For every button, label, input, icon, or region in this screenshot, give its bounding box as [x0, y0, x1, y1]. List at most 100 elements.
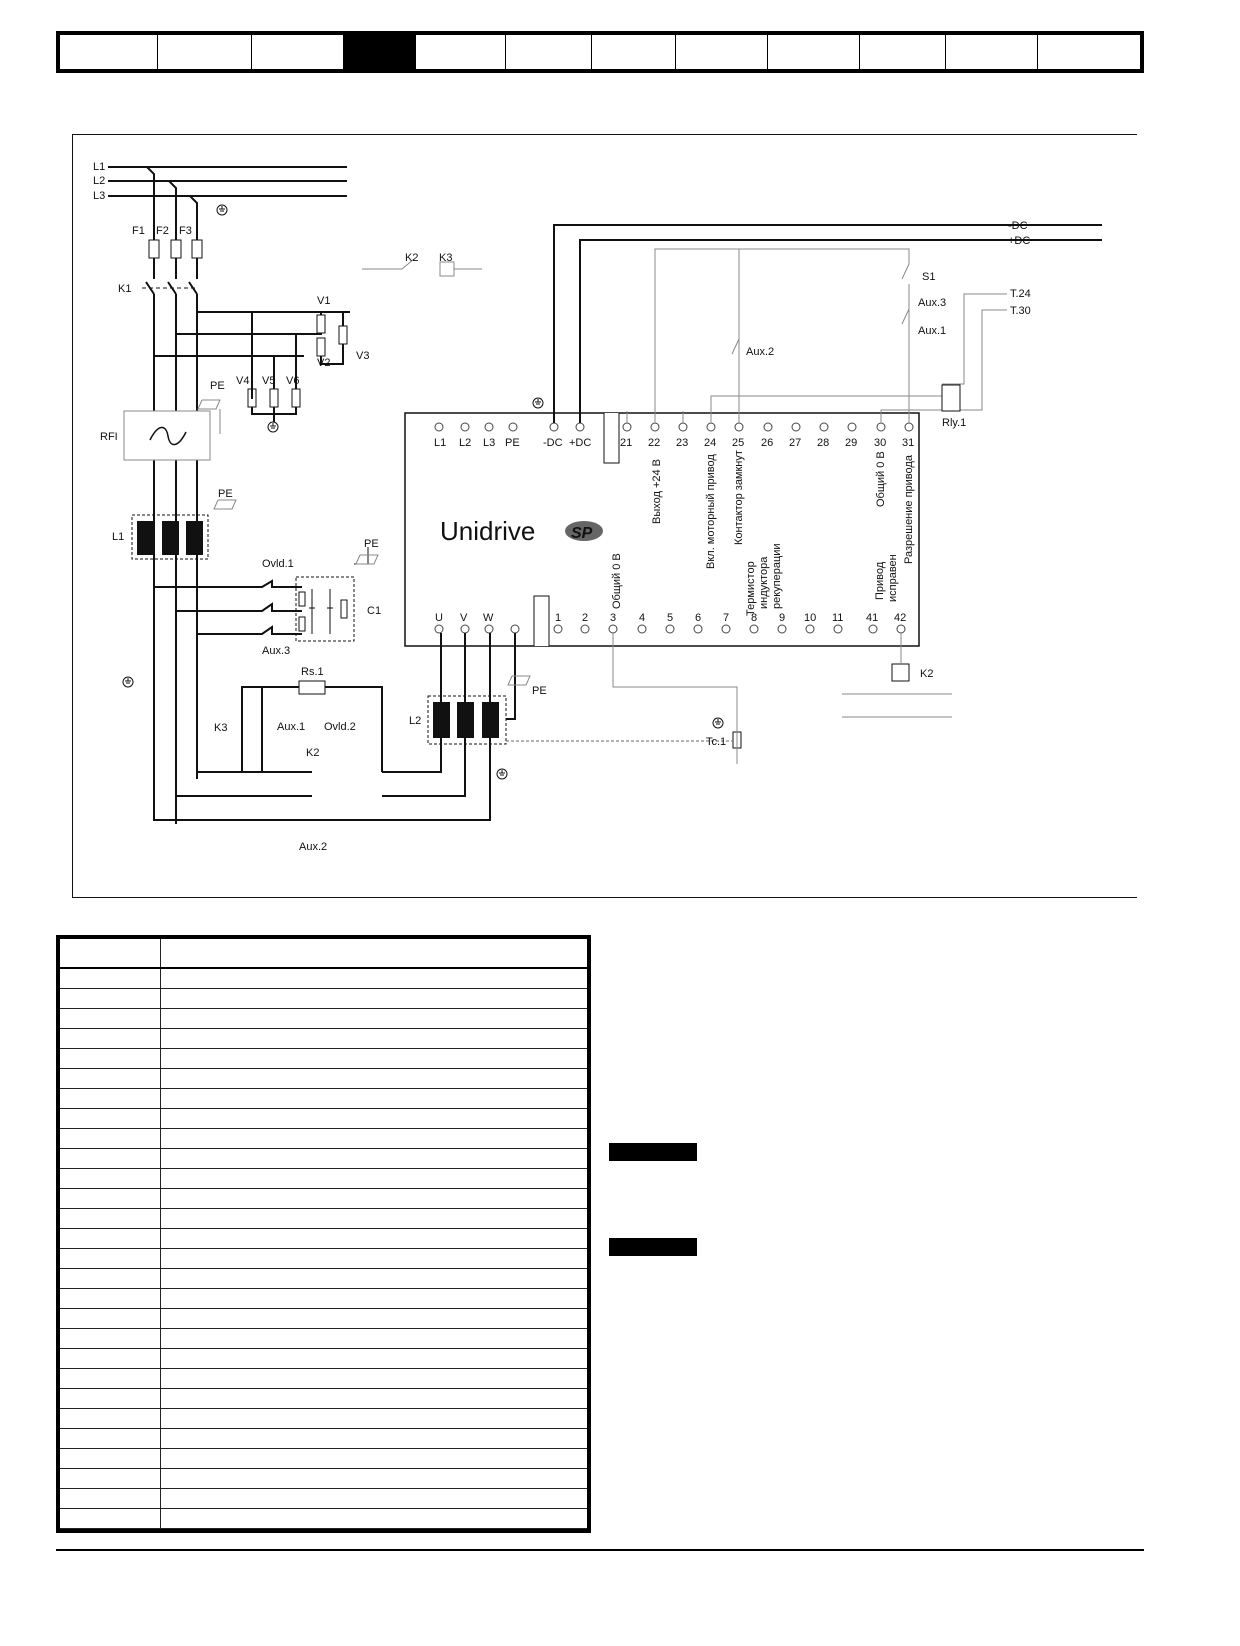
power-terminal-pe: PE	[505, 437, 520, 449]
table-row	[60, 1088, 587, 1109]
nav-tab-6[interactable]	[506, 35, 592, 69]
label-t8-thermistor-line2: индуктора	[758, 556, 770, 609]
table-cell	[60, 1348, 161, 1369]
contactor-label-k1: K1	[118, 283, 131, 295]
rfi-label: RFI	[100, 431, 118, 443]
table-row	[60, 968, 587, 989]
bottom-terminal-4: 4	[639, 612, 645, 624]
table-cell	[160, 1148, 587, 1169]
table-cell	[60, 1488, 161, 1509]
top-terminal-30: 30	[874, 437, 886, 449]
table-cell	[60, 1388, 161, 1409]
power-terminal-neg-dc: -DC	[543, 437, 563, 449]
nav-tab-2[interactable]	[158, 35, 252, 69]
choke-label-l1: L1	[112, 531, 124, 543]
table-cell	[160, 1308, 587, 1329]
fuse-label-f2: F2	[156, 225, 169, 237]
power-terminal-l2: L2	[459, 437, 471, 449]
top-terminal-22: 22	[648, 437, 660, 449]
table-row	[60, 1008, 587, 1029]
top-terminal-24: 24	[704, 437, 716, 449]
bottom-terminal-10: 10	[804, 612, 816, 624]
top-terminal-27: 27	[789, 437, 801, 449]
bottom-terminal-2: 2	[582, 612, 588, 624]
table-row	[60, 1448, 587, 1469]
table-cell	[160, 988, 587, 1009]
aux3-label-right: Aux.3	[918, 297, 946, 309]
thermistor-label: Tc.1	[706, 736, 726, 748]
dc-neg-label: -DC	[1008, 220, 1028, 232]
nav-tab-5[interactable]	[416, 35, 506, 69]
bottom-terminal-42: 42	[894, 612, 906, 624]
table-cell	[160, 1348, 587, 1369]
nav-tab-9[interactable]	[768, 35, 860, 69]
table-cell	[160, 1108, 587, 1129]
table-body	[60, 939, 587, 1529]
label-t41-drive-healthy-line1: Привод	[874, 561, 886, 600]
remote-terminal-t24: T.24	[1010, 288, 1031, 300]
label-t31-drive-enable: Разрешение привода	[903, 454, 915, 564]
nav-tab-1[interactable]	[60, 35, 158, 69]
table-cell	[60, 1448, 161, 1469]
table-cell	[160, 1488, 587, 1509]
overload-label-2: Ovld.2	[324, 721, 356, 733]
label-t8-thermistor-line3: рекуперации	[771, 543, 783, 609]
nav-tab-3[interactable]	[252, 35, 344, 69]
table-cell	[60, 1008, 161, 1029]
capacitor-label: C1	[367, 605, 381, 617]
table-cell	[160, 1048, 587, 1069]
table-cell	[160, 1168, 587, 1189]
table-cell	[160, 968, 587, 989]
table-row	[60, 1228, 587, 1249]
table-cell	[160, 1388, 587, 1409]
aux2-label-bottom: Aux.2	[299, 841, 327, 853]
table-cell	[60, 1108, 161, 1129]
bottom-terminal-5: 5	[667, 612, 673, 624]
top-terminal-28: 28	[817, 437, 829, 449]
table-row	[60, 1348, 587, 1369]
table-cell	[160, 1228, 587, 1249]
table-row	[60, 1488, 587, 1509]
top-terminal-29: 29	[845, 437, 857, 449]
table-row	[60, 1328, 587, 1349]
label-t8-thermistor-line1: Термистор	[745, 561, 757, 616]
nav-tab-10[interactable]	[860, 35, 946, 69]
table-cell	[60, 1088, 161, 1109]
nav-tab-11[interactable]	[946, 35, 1038, 69]
table-cell	[60, 1148, 161, 1169]
aux2-label-right: Aux.2	[746, 346, 774, 358]
table-row	[60, 1168, 587, 1189]
label-t30-common-0v: Общий 0 В	[875, 451, 887, 507]
table-cell	[60, 1208, 161, 1229]
nav-tab-8[interactable]	[676, 35, 768, 69]
table-row	[60, 988, 587, 1009]
label-t24-enable-motor: Вкл. моторный привод	[705, 454, 717, 569]
aux1-label-right: Aux.1	[918, 325, 946, 337]
nav-tab-12[interactable]	[1038, 35, 1136, 69]
contactor-label-k3: K3	[214, 722, 227, 734]
table-row	[60, 1388, 587, 1409]
bottom-terminal-7: 7	[723, 612, 729, 624]
table-cell	[160, 1068, 587, 1089]
aux1-label-left: Aux.1	[277, 721, 305, 733]
varistor-label-v1: V1	[317, 295, 330, 307]
table-row	[60, 1508, 587, 1529]
top-terminal-23: 23	[676, 437, 688, 449]
table-cell	[60, 988, 161, 1009]
table-cell	[160, 1028, 587, 1049]
varistor-label-v4: V4	[236, 375, 249, 387]
black-heading-bar-1	[609, 1143, 697, 1161]
table-row	[60, 1428, 587, 1449]
table-row	[60, 1048, 587, 1069]
fuse-label-f3: F3	[179, 225, 192, 237]
mains-label-l1: L1	[93, 161, 105, 173]
label-t41-drive-healthy-line2: исправен	[887, 554, 899, 602]
table-cell	[60, 1308, 161, 1329]
varistor-label-v3: V3	[356, 350, 369, 362]
remote-terminal-t30: T.30	[1010, 305, 1031, 317]
nav-tab-4[interactable]	[344, 35, 416, 69]
bottom-terminal-3: 3	[610, 612, 616, 624]
output-terminal-v: V	[460, 612, 468, 624]
nav-tab-7[interactable]	[592, 35, 676, 69]
table-row	[60, 1288, 587, 1309]
